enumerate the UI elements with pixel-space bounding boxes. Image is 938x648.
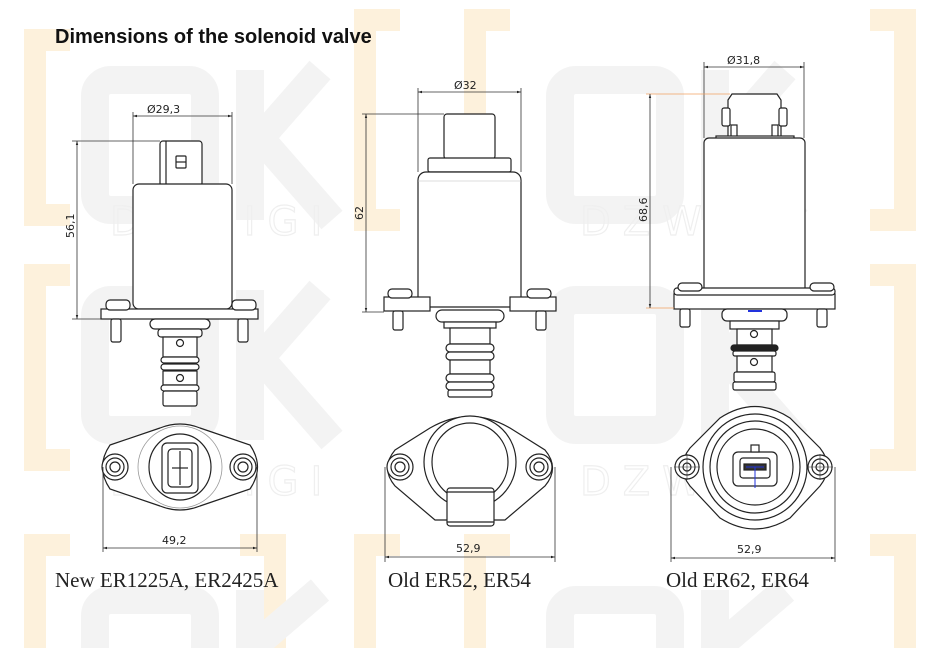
height-label: 68,6: [637, 198, 650, 223]
flange-width-label: 52,9: [737, 543, 762, 556]
caption-old-er62-valve: Old ER62, ER64: [666, 568, 809, 592]
valve-new-top-view: [101, 423, 259, 511]
valve-er52-dimensions: [362, 88, 522, 313]
page-title: Dimensions of the solenoid valve: [55, 26, 372, 48]
caption-new-valve: New ER1225A, ER2425A: [55, 568, 279, 592]
flange-width-label: 49,2: [162, 534, 187, 547]
valve-er62-dimensions: [646, 62, 805, 309]
valve-er52-side-view: [383, 113, 557, 398]
valve-er52-top-view: [386, 415, 554, 527]
valve-er62-top-view: [674, 406, 833, 530]
flange-width-label: 52,9: [456, 542, 481, 555]
height-label: 62: [353, 206, 366, 220]
height-label: 56,1: [64, 214, 77, 239]
blue-marker-top: [746, 466, 764, 488]
diameter-label: Ø32: [454, 79, 477, 92]
valve-new-side-view: [100, 140, 259, 407]
diameter-label: Ø31,8: [727, 54, 760, 67]
valve-er62-side-view: [673, 93, 836, 391]
diameter-label: Ø29,3: [147, 103, 180, 116]
valve-new-dimensions: [72, 112, 233, 320]
caption-old-er52-valve: Old ER52, ER54: [388, 568, 531, 592]
